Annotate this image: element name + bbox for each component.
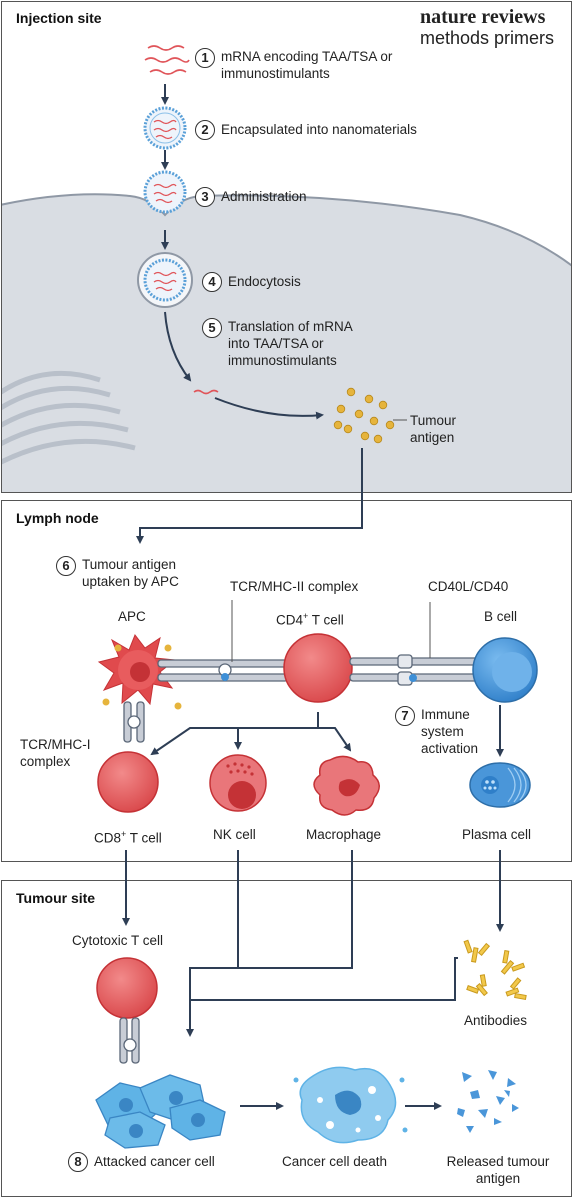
nk-cell	[209, 754, 267, 812]
step-7-badge: 7	[395, 706, 415, 726]
step-2-label: Encapsulated into nanomaterials	[221, 122, 417, 137]
tcr-mhc2-label: TCR/MHC-II complex	[230, 579, 359, 594]
step-5-badge: 5	[202, 318, 222, 338]
lymph-node-title: Lymph node	[16, 510, 99, 526]
macrophage-label: Macrophage	[306, 827, 382, 842]
attacked-cancer-cells	[95, 1074, 226, 1149]
b-cell	[472, 637, 538, 703]
b-cell-label: B cell	[484, 609, 518, 624]
cd40-label: CD40L/CD40	[428, 579, 509, 594]
lymph-node-panel	[1, 500, 572, 862]
step-4-badge: 4	[202, 272, 222, 292]
tumour-antigen-label: Tumour antigen	[410, 413, 457, 445]
cytotoxic-connector	[119, 1017, 140, 1064]
cd4-t-cell-label: CD4+ T cell	[276, 608, 344, 629]
step-1-label: mRNA encoding TAA/TSA or immunostimulant…	[221, 49, 393, 81]
cd8-name: CD8	[94, 830, 122, 846]
step-5-label: Translation of mRNA into TAA/TSA or immu…	[228, 319, 353, 368]
tcr-mhc1-label: TCR/MHC-I complex	[20, 737, 91, 769]
brand-line1: nature reviews	[420, 6, 546, 28]
antigen-fragment-icon	[457, 1070, 519, 1133]
cd4-t-cell	[283, 633, 353, 703]
cd40-connector	[349, 654, 481, 686]
organelle	[2, 370, 136, 465]
tcr-mhc1-connector	[123, 701, 145, 743]
cd8-suffix: T cell	[126, 830, 162, 846]
step-6-badge: 6	[56, 556, 76, 576]
injection-site-title: Injection site	[16, 10, 102, 26]
cd8-t-cell	[97, 751, 159, 813]
injection-arrows	[161, 84, 324, 420]
cd4-suffix: T cell	[308, 612, 344, 628]
released-antigen-label: Released tumour antigen	[446, 1154, 550, 1186]
tumour-site-panel	[1, 880, 572, 1197]
cd4-name: CD4	[276, 612, 304, 628]
apc-label: APC	[118, 609, 146, 624]
cd8-sup: +	[121, 829, 127, 839]
nk-cell-label: NK cell	[213, 827, 256, 842]
cytotoxic-t-cell-label: Cytotoxic T cell	[72, 933, 164, 948]
lymph-to-tumour-arrows	[122, 850, 504, 1037]
cancer-cell-death	[293, 1066, 408, 1144]
step-4-label: Endocytosis	[228, 274, 301, 289]
mrna-strand-icon	[144, 45, 190, 75]
step-3-badge: 3	[195, 187, 215, 207]
step-2-badge: 2	[195, 120, 215, 140]
cancer-cell-death-label: Cancer cell death	[282, 1154, 388, 1169]
brand-line2: methods primers	[420, 28, 555, 48]
lipid-nanoparticle-icon	[143, 170, 187, 214]
cd4-sup: +	[303, 611, 309, 621]
step-1-badge: 1	[195, 48, 215, 68]
step-3-label: Administration	[221, 189, 307, 204]
antibody-icon	[463, 939, 527, 1001]
plasma-cell-label: Plasma cell	[462, 827, 532, 842]
cytotoxic-t-cell	[96, 957, 158, 1019]
antibodies-label: Antibodies	[464, 1013, 528, 1028]
tumour-antigen-dots	[333, 387, 395, 444]
injection-site-panel	[1, 1, 572, 493]
step-8-label: Attacked cancer cell	[94, 1154, 215, 1169]
step-6-label: Tumour antigen uptaken by APC	[82, 557, 179, 589]
cd8-t-cell-label: CD8+ T cell	[94, 826, 162, 847]
arrow-to-lymph	[136, 448, 363, 544]
tumour-site-title: Tumour site	[16, 890, 96, 906]
lymph-arrows	[150, 705, 504, 757]
plasma-cell	[469, 762, 531, 808]
step-7-label: Immune system activation	[421, 707, 479, 756]
apc-cell	[97, 633, 182, 710]
step-8-badge: 8	[68, 1152, 88, 1172]
mrna-strand-icon	[193, 389, 219, 395]
tcr-mhc2-connector	[157, 659, 289, 682]
endosome-icon	[137, 252, 193, 308]
macrophage-cell	[313, 755, 380, 816]
lipid-nanoparticle-icon	[143, 106, 187, 150]
